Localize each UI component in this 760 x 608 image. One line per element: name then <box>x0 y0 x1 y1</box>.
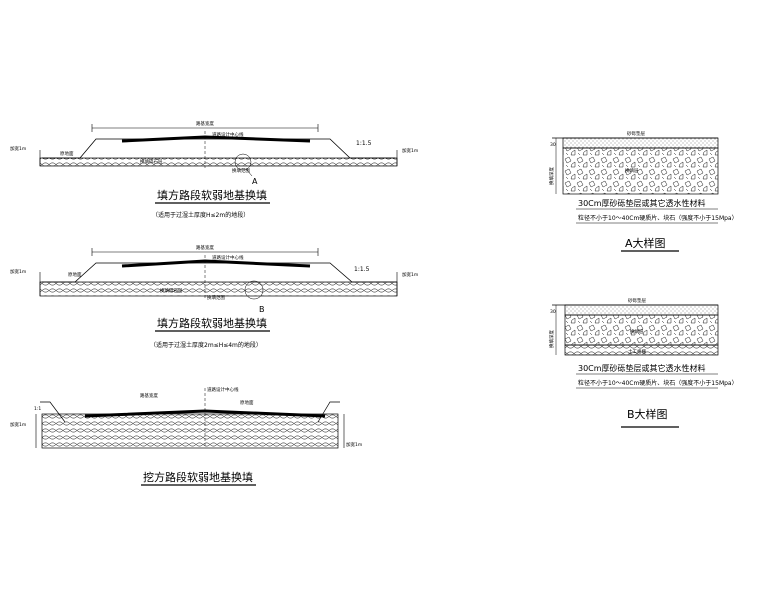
s2-range-label: 换填范围 <box>207 294 225 301</box>
s3-centerline-label: 道路设计中心线 <box>207 386 239 393</box>
detail-a-side-label: 换填深度 <box>548 167 555 185</box>
s1-replace-label: 换填碎石层 <box>140 158 163 165</box>
detail-a-caption: A大样图 <box>625 236 666 250</box>
detail-a-note1: 30Cm厚砂砾垫层或其它透水性材料 <box>578 198 706 208</box>
s2-callout: B <box>259 305 265 314</box>
s2-left-widen-label: 加宽1m <box>10 268 26 275</box>
s1-title: 填方路段软弱地基换填 <box>157 188 267 202</box>
s2-slope-label: 1:1.5 <box>354 266 370 273</box>
detail-b: 30 砂砾垫层 换填层 换填深度 土工格栅 30Cm厚砂砾垫层或其它透水性材料 … <box>548 297 738 428</box>
detail-a-mid-label: 换填层 <box>625 167 639 174</box>
detail-b-dim-top: 30 <box>550 309 556 315</box>
s3-slope-label: 1:1 <box>34 406 41 412</box>
s2-centerline-label: 道路设计中心线 <box>212 254 244 261</box>
s3-road-width-label: 路基宽度 <box>140 392 158 399</box>
section-1-fill-shallow: 路基宽度 道路设计中心线 1:1.5 加宽1m 加宽1m 原地面 换填碎石层 换… <box>10 120 418 219</box>
s2-title: 填方路段软弱地基换填 <box>157 316 267 330</box>
s1-road-width-label: 路基宽度 <box>196 120 214 127</box>
detail-a-top-layer-label: 砂砾垫层 <box>627 130 645 137</box>
detail-b-mid-label: 换填层 <box>630 328 644 335</box>
s2-subtitle: （适用于过湿土厚度2m≤H≤4m的地段） <box>150 341 262 349</box>
s1-layer-label: 原地面 <box>60 150 74 157</box>
detail-a-note2: 粒径不小于10～40Cm硬质片、块石（强度不小于15Mpa） <box>578 214 738 222</box>
s3-title: 挖方路段软弱地基换填 <box>143 470 253 484</box>
s2-replace-label: 换填碎石层 <box>160 287 183 294</box>
s2-right-widen-label: 加宽1m <box>402 271 418 278</box>
s3-layer-label: 原地面 <box>240 399 254 406</box>
s1-right-widen-label: 加宽1m <box>402 147 418 154</box>
detail-b-bottom-layer-label: 土工格栅 <box>628 348 646 355</box>
s1-callout: A <box>252 177 258 186</box>
s1-range-label: 换填范围 <box>232 167 250 174</box>
detail-b-side-label: 换填深度 <box>548 330 555 348</box>
s1-slope-label: 1:1.5 <box>356 140 372 147</box>
detail-b-caption: B大样图 <box>627 407 668 421</box>
s2-layer-label: 原地面 <box>68 271 82 278</box>
s1-left-widen-label: 加宽1m <box>10 145 26 152</box>
s2-road-width-label: 路基宽度 <box>196 244 214 251</box>
section-2-fill-deep: 路基宽度 道路设计中心线 1:1.5 加宽1m 加宽1m 原地面 换填碎石层 换… <box>10 244 418 349</box>
s1-centerline-label: 道路设计中心线 <box>212 131 244 138</box>
detail-a-dim-top: 30 <box>550 142 556 148</box>
detail-b-note2: 粒径不小于10～40Cm硬质片、块石（强度不小于15Mpa） <box>578 379 738 387</box>
s3-left-widen-label: 加宽1m <box>10 421 26 428</box>
s3-right-widen-label: 加宽1m <box>346 441 362 448</box>
section-3-cut: 路基宽度 道路设计中心线 原地面 1:1 加宽1m 加宽1m 挖方路段软弱地基换… <box>10 386 362 486</box>
detail-b-top-layer-label: 砂砾垫层 <box>628 297 646 304</box>
detail-a: 30 砂砾垫层 换填层 换填深度 30Cm厚砂砾垫层或其它透水性材料 粒径不小于… <box>548 130 738 252</box>
s1-subtitle: （适用于过湿土厚度H≤2m的地段） <box>152 211 249 219</box>
detail-b-note1: 30Cm厚砂砾垫层或其它透水性材料 <box>578 363 706 373</box>
